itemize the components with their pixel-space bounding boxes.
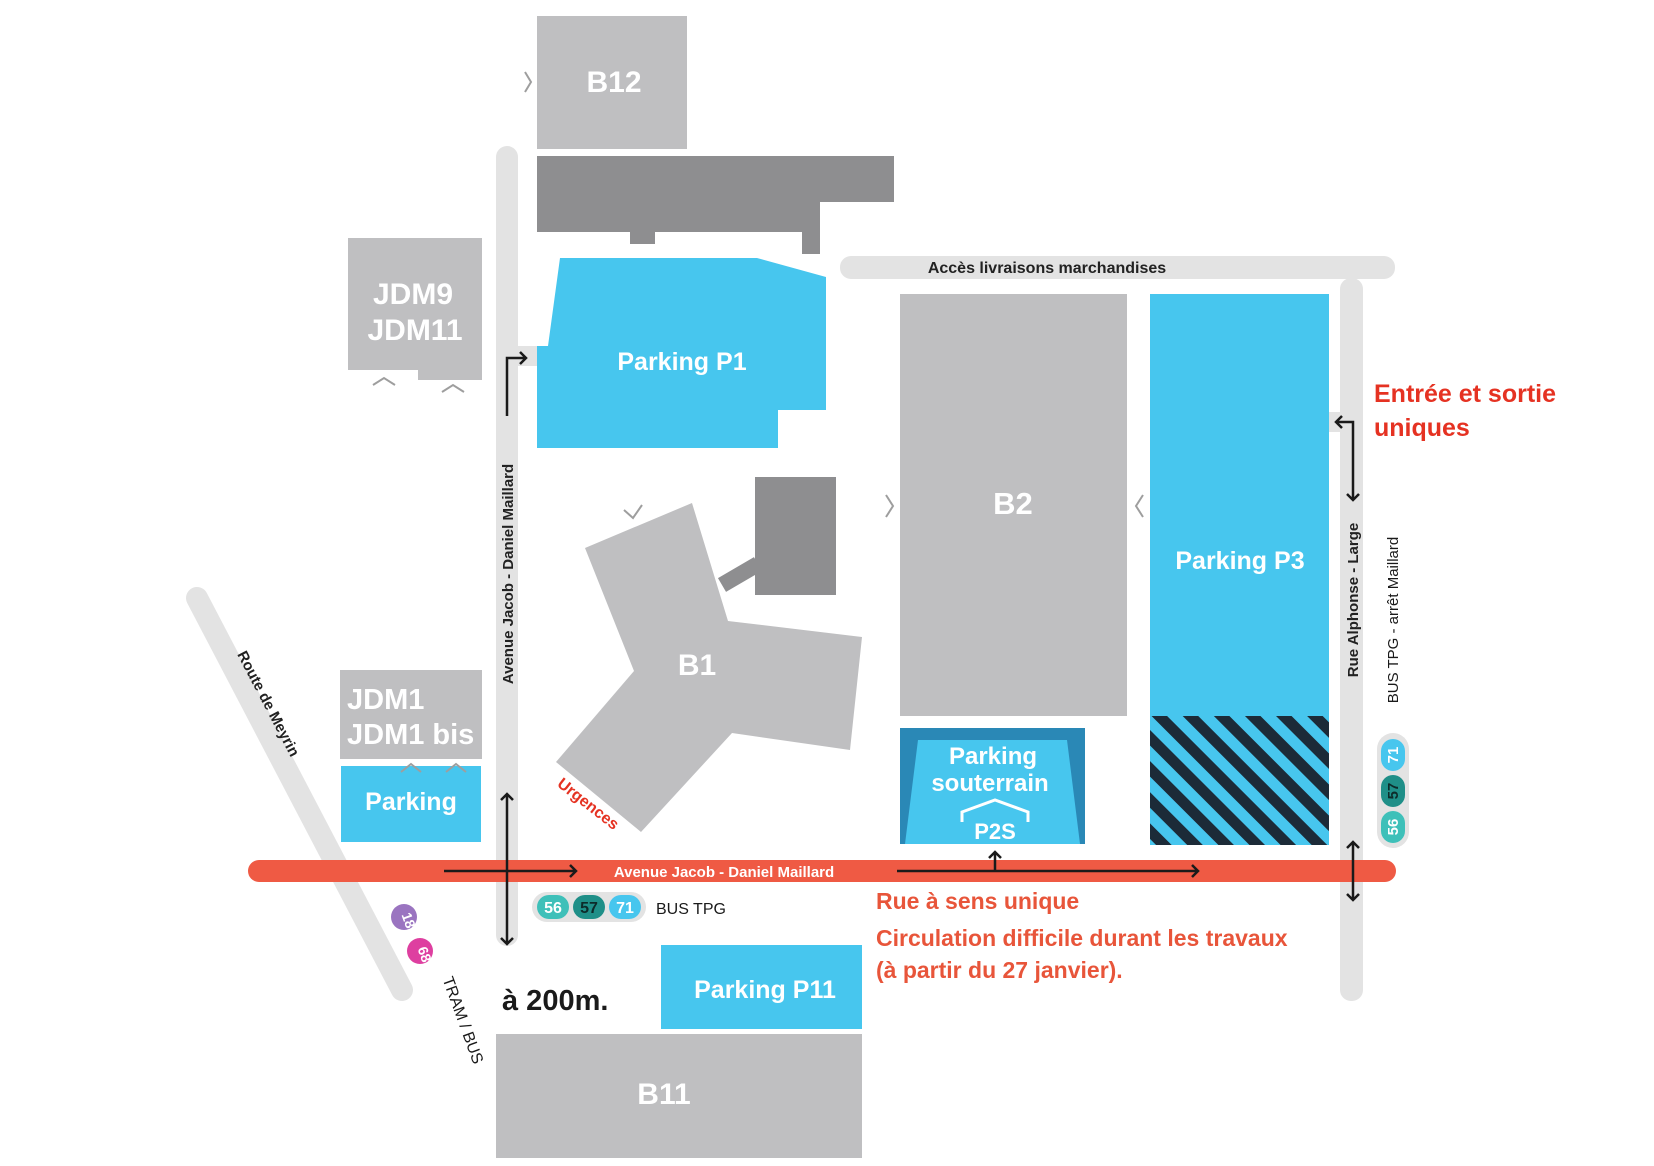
label-parking-souterrain-2: souterrain xyxy=(931,770,1048,797)
label-entree-sortie-2: uniques xyxy=(1374,414,1470,442)
parking-p3-hatched xyxy=(1150,716,1329,845)
road-meyrin xyxy=(186,587,413,1001)
label-circulation-1: Circulation difficile durant les travaux xyxy=(876,925,1288,951)
arrow-alphonse-double xyxy=(1346,840,1360,902)
arrow-oneway-1 xyxy=(444,864,578,878)
building-jdm9-jdm11 xyxy=(348,238,482,380)
label-jdm1-bis: JDM1 bis xyxy=(347,719,474,751)
parking-p11 xyxy=(661,945,862,1029)
tram-line-68 xyxy=(407,938,433,964)
bus-line-57-maillard xyxy=(1381,775,1405,807)
label-entree-sortie-1: Entrée et sortie xyxy=(1374,380,1556,408)
bus-line-56-maillard xyxy=(1381,811,1405,843)
label-parking-souterrain-1: Parking xyxy=(949,743,1037,770)
label-road-jacob-vertical: Avenue Jacob - Daniel Maillard xyxy=(500,464,517,684)
label-b2: B2 xyxy=(993,486,1033,521)
bus-line-57-main-label: 57 xyxy=(580,900,598,917)
arrow-p3-entry-exit xyxy=(1334,415,1360,502)
bus-line-56-main xyxy=(537,895,569,919)
label-jdm1: JDM1 xyxy=(347,684,424,716)
label-b12: B12 xyxy=(586,66,641,99)
label-jdm9: JDM9 xyxy=(373,278,453,311)
label-road-alphonse: Rue Alphonse - Large xyxy=(1345,523,1362,677)
label-sens-unique: Rue à sens unique xyxy=(876,888,1079,914)
label-p2s: P2S xyxy=(974,819,1016,844)
arrow-jdm-access xyxy=(505,351,528,416)
label-tram-bus: TRAM / BUS xyxy=(439,975,486,1067)
label-parking-jdm1: Parking xyxy=(365,788,457,816)
label-parking-p3: Parking P3 xyxy=(1175,547,1304,575)
label-parking-p1: Parking P1 xyxy=(617,348,746,376)
arrow-oneway-2 xyxy=(897,864,1200,878)
label-b1: B1 xyxy=(678,649,716,682)
label-road-jacob-horizontal: Avenue Jacob - Daniel Maillard xyxy=(614,864,834,881)
building-b12 xyxy=(537,16,687,149)
building-b1 xyxy=(556,503,862,832)
bus-line-71-main xyxy=(609,895,641,919)
bus-line-57-main xyxy=(573,895,605,919)
label-jdm11: JDM11 xyxy=(367,314,462,347)
label-road-livraisons: Accès livraisons marchandises xyxy=(928,260,1166,277)
direction-arrows xyxy=(444,351,1360,946)
label-b11: B11 xyxy=(637,1078,690,1111)
bus-line-56-main-label: 56 xyxy=(544,900,562,917)
p2s-roof-icon xyxy=(960,798,1030,822)
road-jacob-oneway xyxy=(248,860,1396,882)
label-bus-tpg-maillard: BUS TPG - arrêt Maillard xyxy=(1385,537,1402,703)
arrow-p2s-exit xyxy=(988,850,1002,871)
parking-p3 xyxy=(1150,294,1329,716)
building-dark-b1-annex xyxy=(755,477,836,595)
bus-line-71-maillard-label: 71 xyxy=(1385,747,1402,764)
arrow-jacob-vertical-double xyxy=(500,792,514,946)
label-parking-p11: Parking P11 xyxy=(694,976,836,1004)
bus-line-56-maillard-label: 56 xyxy=(1385,819,1402,836)
tram-line-68-label: 68 xyxy=(415,944,435,964)
building-b2 xyxy=(900,294,1127,716)
parking-souterrain-inner xyxy=(905,740,1080,844)
entrance-chevrons xyxy=(372,71,1144,773)
building-b11 xyxy=(496,1034,862,1158)
label-circulation-2: (à partir du 27 janvier). xyxy=(876,957,1123,983)
bus-line-71-maillard xyxy=(1381,739,1405,771)
bus-line-71-main-label: 71 xyxy=(616,900,634,917)
building-jdm1 xyxy=(340,670,482,759)
tram-line-18-label: 18 xyxy=(399,910,419,930)
parking-p1 xyxy=(537,258,826,448)
label-distance: à 200m. xyxy=(502,985,608,1017)
label-bus-tpg: BUS TPG xyxy=(656,901,726,918)
parking-jdm1 xyxy=(341,766,481,842)
building-link xyxy=(717,557,763,592)
road-alphonse xyxy=(1340,278,1363,1001)
road-jacob-vertical xyxy=(496,146,518,946)
tram-line-18 xyxy=(391,904,417,930)
bus-line-57-maillard-label: 57 xyxy=(1385,783,1402,800)
building-dark-top xyxy=(537,156,894,254)
road-livraisons xyxy=(840,256,1395,279)
